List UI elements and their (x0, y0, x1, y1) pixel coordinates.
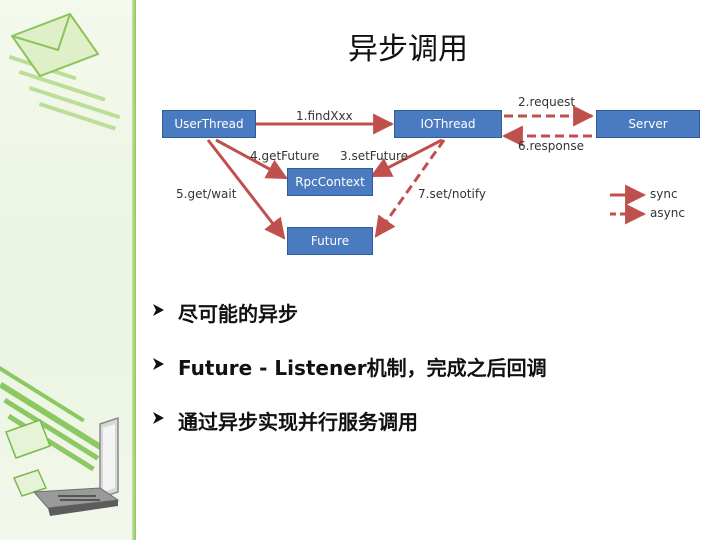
label-get-future: 4.getFuture (250, 149, 320, 163)
edge-set-future-arrow (370, 138, 443, 178)
node-user-thread: UserThread (162, 110, 256, 138)
small-envelope-icon (5, 419, 51, 497)
edge-get-future-arrow (215, 138, 288, 180)
arrow-bullet-icon (153, 412, 164, 424)
bullet-list: 尽可能的异步 Future - Listener机制，完成之后回调 通过异步实现… (150, 296, 710, 458)
edge-set-notify-arrow (374, 139, 446, 238)
legend-async-label: async (650, 206, 685, 220)
arrow-bullet-icon (153, 304, 164, 316)
diagram-arrows (206, 105, 647, 240)
node-rpc-context: RpcContext (287, 168, 373, 196)
label-find: 1.findXxx (296, 109, 353, 123)
label-set-future: 3.setFuture (340, 149, 409, 163)
label-response: 6.response (518, 139, 584, 153)
label-set-notify: 7.set/notify (418, 187, 486, 201)
bullet-text: Future - Listener机制，完成之后回调 (178, 356, 547, 380)
legend-sync-label: sync (650, 187, 678, 201)
label-request: 2.request (518, 95, 576, 109)
bullet-text: 尽可能的异步 (178, 302, 298, 326)
bullet-item: 尽可能的异步 (150, 296, 710, 350)
edge-get-wait-arrow (206, 139, 286, 240)
node-future: Future (287, 227, 373, 255)
node-server: Server (596, 110, 700, 138)
envelope-icon (10, 12, 100, 78)
label-get-wait: 5.get/wait (176, 187, 237, 201)
node-io-thread: IOThread (394, 110, 502, 138)
laptop-icon (32, 416, 120, 516)
arrow-bullet-icon (153, 358, 164, 370)
decoration-artwork (0, 12, 121, 516)
bullet-item: Future - Listener机制，完成之后回调 (150, 350, 710, 404)
page-title: 异步调用 (348, 32, 468, 67)
bullet-item: 通过异步实现并行服务调用 (150, 404, 710, 458)
left-decoration-panel (0, 0, 136, 540)
bullet-text: 通过异步实现并行服务调用 (178, 410, 418, 434)
async-call-diagram: UserThread IOThread Server RpcContext Fu… (154, 88, 714, 258)
